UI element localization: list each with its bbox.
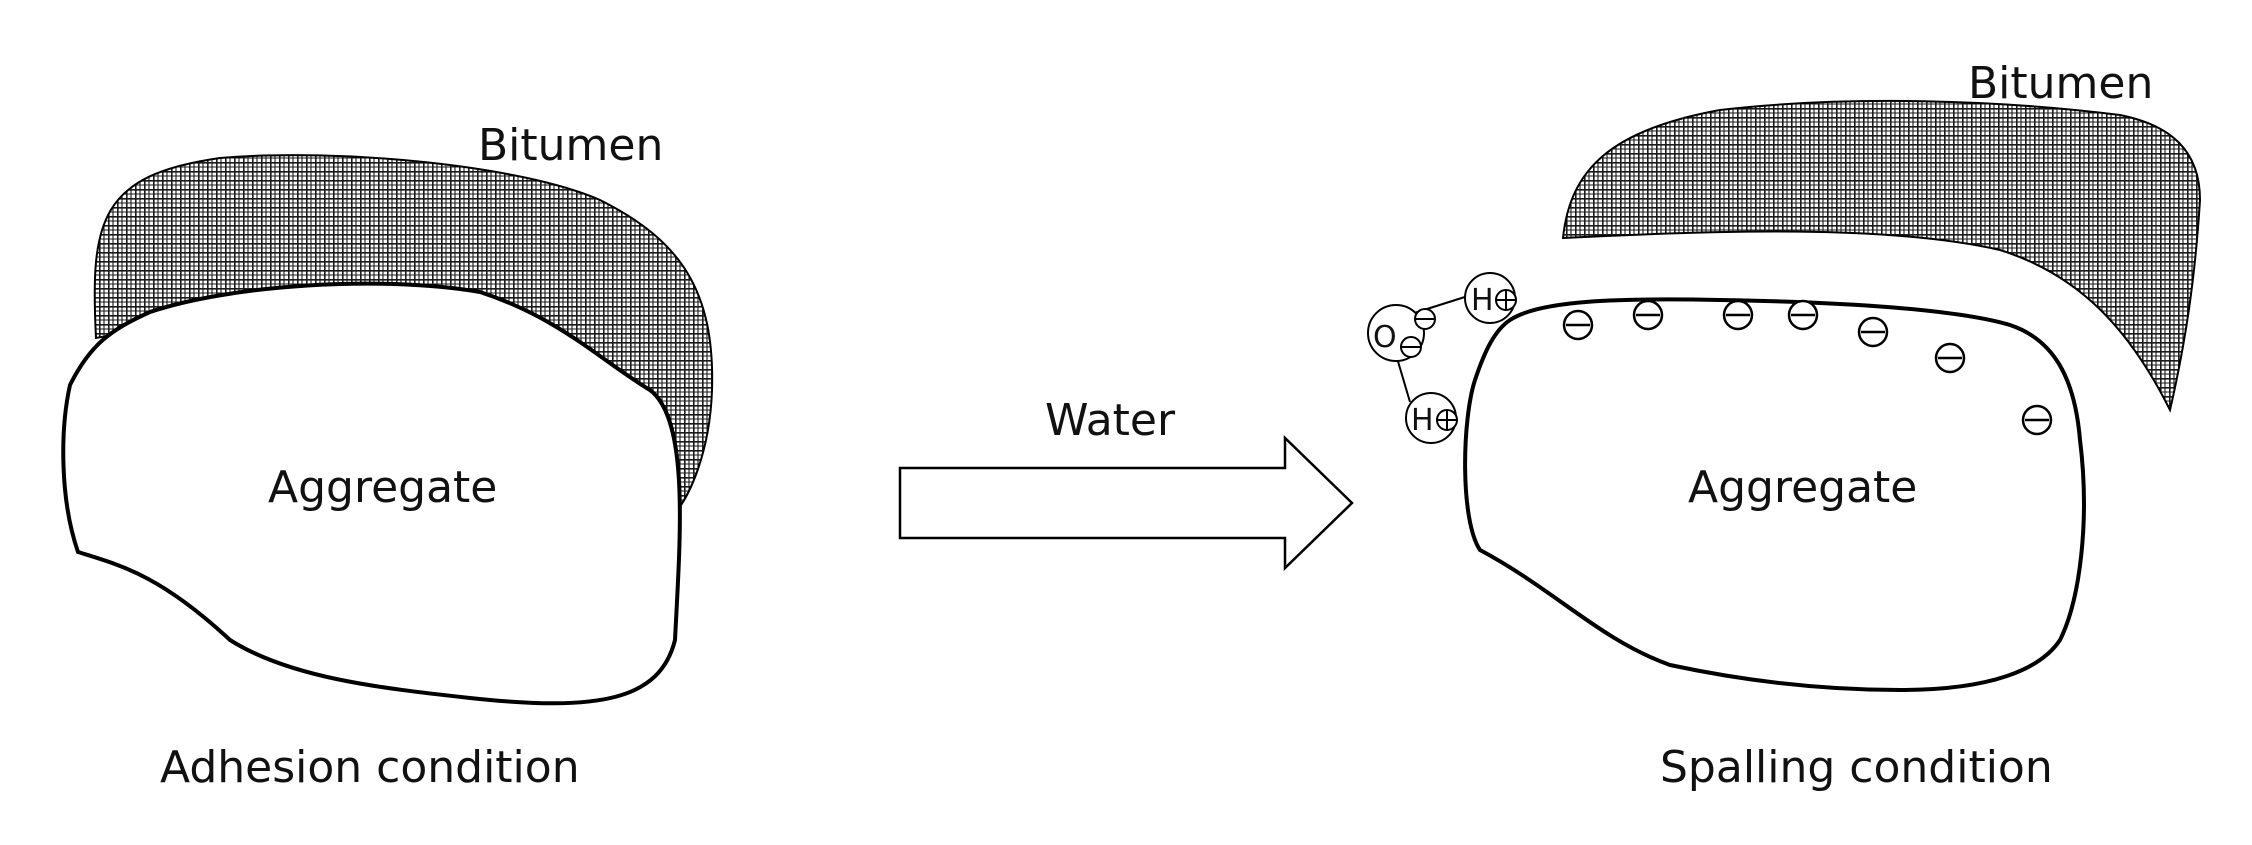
positive-charge-icon [1436,409,1458,431]
negative-charge-icon [1722,299,1754,331]
bitumen-label-left: Bitumen [478,120,663,171]
aggregate-right [1463,297,2086,693]
positive-charge-icon [1495,289,1517,311]
aggregate-label-right: Aggregate [1688,462,1917,513]
negative-charge-icon [1400,308,1436,358]
water-label: Water [1045,395,1176,446]
negative-charge-icon [1934,342,1966,374]
water-arrow: Water [898,395,1354,571]
arrow-shape [898,435,1354,571]
negative-charge-icon [2021,404,2053,436]
negative-charge-icon [1632,299,1664,331]
negative-charges [1562,299,2053,436]
adhesion-panel: Bitumen Aggregate Adhesion condition [61,120,714,793]
aggregate-left [61,281,682,706]
negative-charge-icon [1562,309,1594,341]
negative-charge-icon [1787,299,1819,331]
spalling-panel: Bitumen Aggregate Spalling condition O H [1367,58,2202,793]
caption-adhesion: Adhesion condition [160,742,580,793]
negative-charge-icon [1857,316,1889,348]
hydrogen-symbol: H [1471,283,1494,318]
water-molecule: O H H [1367,272,1517,444]
bitumen-label-right: Bitumen [1968,58,2153,109]
aggregate-label-left: Aggregate [268,462,497,513]
bitumen-coating-right [1561,99,2202,413]
oxygen-symbol: O [1373,320,1397,355]
hydrogen-symbol: H [1411,403,1434,438]
caption-spalling: Spalling condition [1660,742,2053,793]
